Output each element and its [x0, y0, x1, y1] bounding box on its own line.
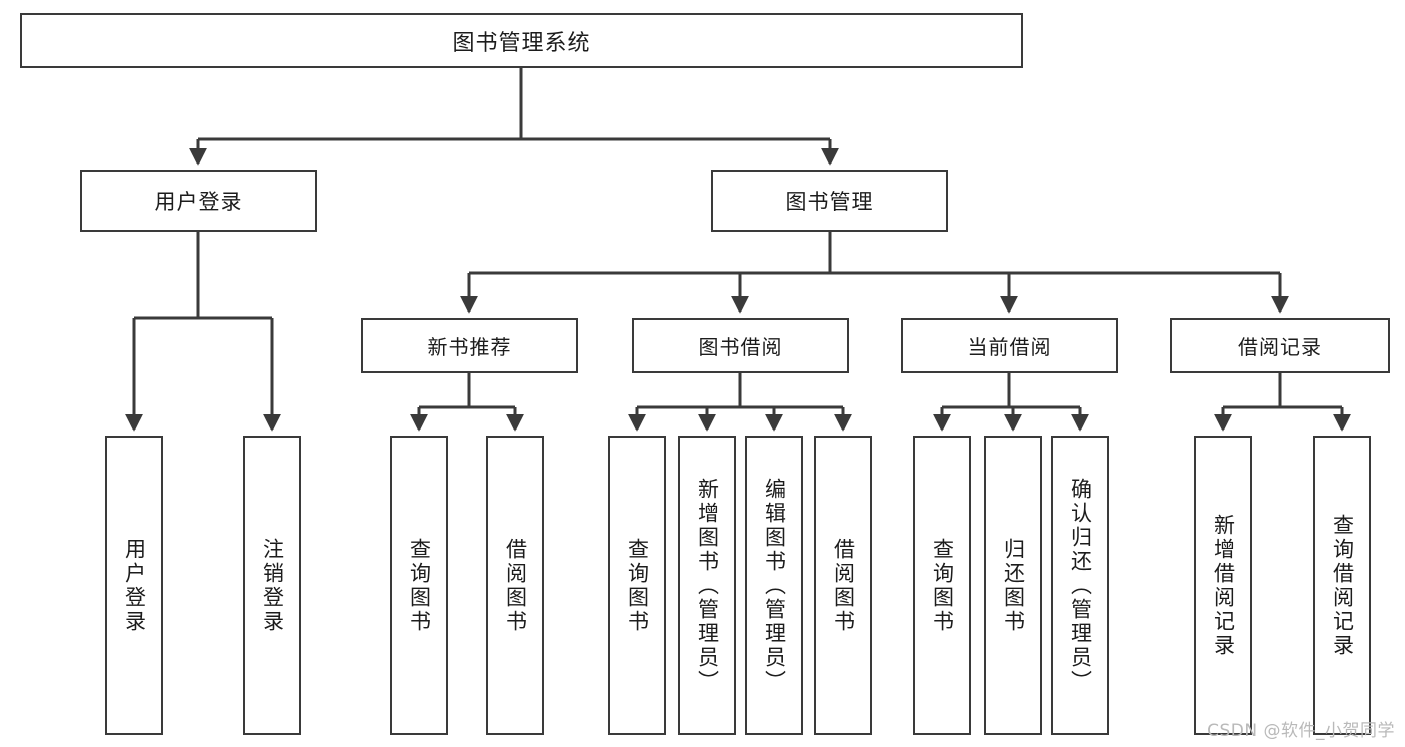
node-leaf-add-book-admin[interactable]: 新增图书（管理员） — [678, 436, 736, 735]
node-label: 查询图书 — [930, 537, 955, 634]
node-user-login[interactable]: 用户登录 — [80, 170, 317, 232]
node-new-book-recommendation[interactable]: 新书推荐 — [361, 318, 578, 373]
node-label: 借阅图书 — [831, 537, 856, 634]
node-leaf-query-book-3[interactable]: 查询图书 — [913, 436, 971, 735]
node-leaf-logout[interactable]: 注销登录 — [243, 436, 301, 735]
node-label: 确认归还（管理员） — [1068, 477, 1093, 694]
node-label: 当前借阅 — [967, 335, 1052, 359]
node-label: 查询图书 — [625, 537, 650, 634]
node-label: 新增借阅记录 — [1211, 513, 1236, 658]
node-label: 图书借阅 — [698, 335, 783, 359]
node-label: 用户登录 — [122, 537, 147, 634]
node-label: 图书管理系统 — [452, 30, 591, 56]
node-leaf-edit-book-admin[interactable]: 编辑图书（管理员） — [745, 436, 803, 735]
node-label: 用户登录 — [154, 190, 243, 214]
node-label: 新增图书（管理员） — [695, 477, 720, 694]
node-book-management[interactable]: 图书管理 — [711, 170, 948, 232]
node-leaf-borrow-book-2[interactable]: 借阅图书 — [814, 436, 872, 735]
node-leaf-query-book-2[interactable]: 查询图书 — [608, 436, 666, 735]
node-label: 借阅图书 — [503, 537, 528, 634]
node-label: 借阅记录 — [1238, 335, 1322, 359]
node-book-borrowing[interactable]: 图书借阅 — [632, 318, 849, 373]
node-leaf-query-borrow-record[interactable]: 查询借阅记录 — [1313, 436, 1371, 735]
node-leaf-confirm-return-admin[interactable]: 确认归还（管理员） — [1051, 436, 1109, 735]
node-leaf-borrow-book-1[interactable]: 借阅图书 — [486, 436, 544, 735]
node-root-book-management-system[interactable]: 图书管理系统 — [20, 13, 1023, 68]
node-label: 新书推荐 — [427, 335, 512, 359]
node-label: 查询图书 — [407, 537, 432, 634]
node-label: 图书管理 — [785, 190, 874, 214]
node-label: 查询借阅记录 — [1330, 513, 1355, 658]
node-leaf-add-borrow-record[interactable]: 新增借阅记录 — [1194, 436, 1252, 735]
node-label: 归还图书 — [1001, 537, 1026, 634]
node-leaf-query-book-1[interactable]: 查询图书 — [390, 436, 448, 735]
node-label: 注销登录 — [260, 537, 285, 634]
node-leaf-return-book[interactable]: 归还图书 — [984, 436, 1042, 735]
node-label: 编辑图书（管理员） — [762, 477, 787, 694]
node-current-borrowing[interactable]: 当前借阅 — [901, 318, 1118, 373]
node-leaf-user-login[interactable]: 用户登录 — [105, 436, 163, 735]
node-borrowing-records[interactable]: 借阅记录 — [1170, 318, 1390, 373]
